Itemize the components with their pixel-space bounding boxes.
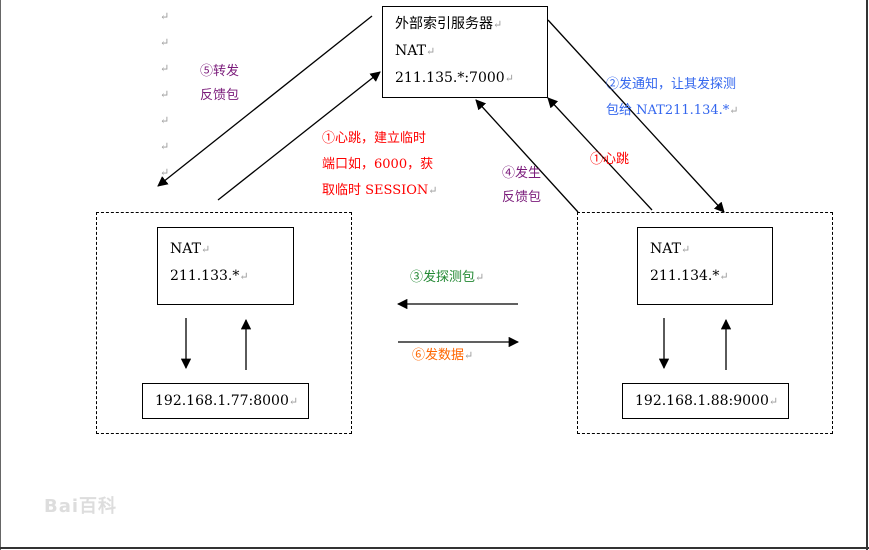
client-a-group (96, 212, 352, 434)
nat-b-box: NAT↵ 211.134.*↵ (637, 227, 773, 305)
baidu-watermark-logo: Bai百科 (44, 496, 118, 517)
server-address: 211.135.*:7000↵ (395, 70, 514, 86)
left-border (0, 0, 1, 550)
paragraph-mark: ↵ (160, 114, 170, 127)
nat-b-label: NAT↵ (650, 241, 691, 257)
label-forward-feedback: ⑤转发 反馈包 (200, 64, 240, 103)
host-b-address: 192.168.1.88:9000↵ (635, 393, 779, 409)
paragraph-mark: ↵ (160, 140, 170, 153)
nat-a-address: 211.133.*↵ (170, 268, 249, 284)
nat-b-address: 211.134.*↵ (650, 268, 729, 284)
label-heartbeat-b: ①心跳 (590, 152, 630, 167)
paragraph-mark: ↵ (160, 88, 170, 101)
arrow-forward-feedback (157, 15, 373, 187)
right-border (866, 0, 868, 550)
label-heartbeat-a: ①心跳，建立临时 端口如，6000，获 取临时 SESSION↵ (322, 131, 438, 198)
label-send-feedback: ④发生 反馈包 (502, 166, 542, 205)
server-title: 外部索引服务器↵ (395, 16, 503, 32)
nat-a-label: NAT↵ (170, 241, 211, 257)
label-notify: ②发通知，让其发探测 包给 NAT211.134.*↵ (606, 77, 739, 118)
paragraph-mark: ↵ (160, 166, 170, 179)
client-b-group (577, 212, 833, 434)
arrow-heartbeat-b (547, 97, 653, 211)
host-a-box: 192.168.1.77:8000↵ (142, 383, 309, 419)
host-b-box: 192.168.1.88:9000↵ (622, 383, 789, 419)
host-a-address: 192.168.1.77:8000↵ (155, 393, 299, 409)
index-server-box: 外部索引服务器↵ NAT↵ 211.135.*:7000↵ (382, 6, 548, 98)
arrow-send-feedback (475, 99, 579, 213)
arrow-notify (547, 19, 725, 213)
label-send-data: ⑥发数据↵ (412, 348, 474, 363)
arrow-heartbeat-a (217, 71, 381, 201)
bottom-border (0, 547, 869, 549)
nat-a-box: NAT↵ 211.133.*↵ (157, 227, 294, 305)
server-nat-label: NAT↵ (395, 43, 436, 59)
label-probe: ③发探测包↵ (410, 270, 485, 285)
paragraph-mark: ↵ (160, 10, 170, 23)
paragraph-mark-column: ↵ ↵ ↵ ↵ ↵ ↵ ↵ (160, 8, 169, 182)
paragraph-mark: ↵ (160, 62, 170, 75)
paragraph-mark: ↵ (160, 36, 170, 49)
